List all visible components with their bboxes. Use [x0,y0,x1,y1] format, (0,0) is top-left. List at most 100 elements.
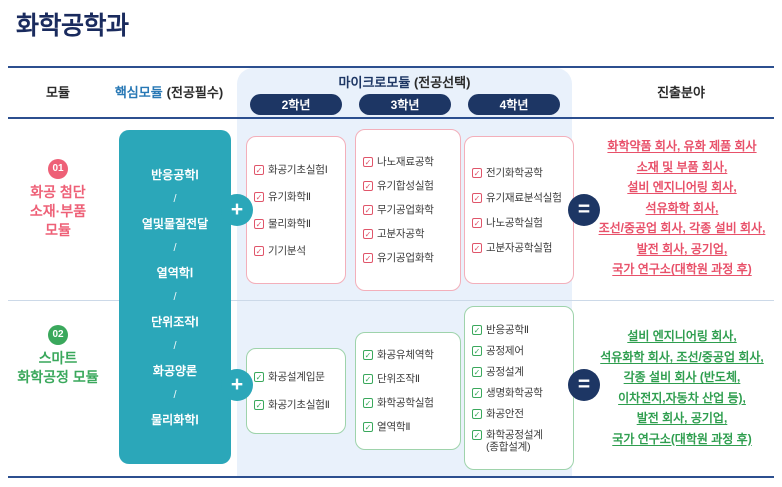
course-label: 유기화학Ⅱ [268,190,311,203]
check-icon: ✓ [363,229,373,239]
check-icon: ✓ [472,366,482,377]
core-separator: / [173,339,177,352]
career-line: 석유화학 회사, [645,200,719,215]
course-label: 무기공업화학 [377,204,434,216]
course-label: 화학공정설계 (종합설계) [486,428,543,453]
course-label: 반응공학Ⅱ [486,323,529,336]
course-item: ✓ 전기화학공학 [472,167,566,179]
core-course: 단위조작Ⅰ [151,314,199,329]
course-item: ✓ 유기공업화학 [363,252,453,264]
course-item: ✓ 생명화학공학 [472,387,566,399]
career-line: 각종 설비 회사 (반도체, [623,370,741,384]
course-item: ✓ 화공기초실험Ⅱ [254,399,338,411]
course-item: ✓ 고분자공학 [363,228,453,240]
careers-module-01: 화학약품 회사, 유화 제품 회사 소재 및 부품 회사, 설비 엔지니어링 회… [590,136,774,280]
core-course: 화공양론 [152,363,198,378]
micro-box-m02-year2: ✓ 화공설계입문 ✓ 화공기초실험Ⅱ [246,348,346,434]
micro-box-m01-year2: ✓ 화공기초실험Ⅰ ✓ 유기화학Ⅱ ✓ 물리화학Ⅱ ✓ 기기분석 [246,136,346,284]
check-icon: ✓ [363,422,373,432]
course-label: 물리화학Ⅱ [268,217,311,230]
check-icon: ✓ [363,350,373,360]
module-02-name: 화학공정 모듈 [17,368,99,385]
course-item: ✓ 공정설계 [472,366,566,378]
micro-box-m01-year4: ✓ 전기화학공학 ✓ 유기재료분석실험 ✓ 나노공학실험 ✓ 고분자공학실험 [464,136,574,284]
course-label: 나노공학실험 [486,216,543,229]
check-icon: ✓ [363,157,373,167]
course-label: 고분자공학실험 [486,241,553,254]
course-label: 화공기초실험Ⅰ [268,163,328,176]
course-label: 전기화학공학 [486,166,543,179]
course-item: ✓ 나노공학실험 [472,217,566,229]
column-header-micro: 마이크로모듈 (전공선택) [237,72,572,91]
check-icon: ✓ [472,387,482,398]
equals-icon: = [568,194,600,226]
core-course: 열역학Ⅰ [156,265,194,280]
course-item: ✓ 유기화학Ⅱ [254,191,338,203]
course-item: ✓ 화공유체역학 [363,349,453,361]
course-item: ✓ 나노재료공학 [363,156,453,168]
course-label: 유기재료분석실험 [486,191,562,204]
core-course: 물리화학Ⅰ [151,412,199,427]
core-separator: / [173,388,177,401]
course-item: ✓ 화공안전 [472,408,566,420]
module-01-name: 화공 첨단 [30,183,86,200]
check-icon: ✓ [472,217,482,228]
course-label: 공정제어 [486,344,524,357]
course-label: 화공안전 [486,407,524,420]
career-line: 설비 엔지니어링 회사, [627,329,737,343]
check-icon: ✓ [472,192,482,203]
module-01-label: 01 화공 첨단 소재·부품 모듈 [8,158,108,240]
career-line: 화학약품 회사, 유화 제품 회사 [607,139,757,153]
course-label: 기기분석 [268,244,306,257]
check-icon: ✓ [254,191,264,202]
course-label: 생명화학공학 [486,386,543,399]
course-label: 단위조작Ⅱ [377,373,420,385]
course-item: ✓ 무기공업화학 [363,204,453,216]
core-course: 열및물질전달 [141,216,209,231]
check-icon: ✓ [254,245,264,256]
career-line: 조선/중공업 회사, 각종 설비 회사, [598,221,766,235]
course-item: ✓ 유기재료분석실험 [472,192,566,204]
core-separator: / [173,241,177,254]
check-icon: ✓ [472,167,482,178]
course-label: 나노재료공학 [377,156,434,168]
check-icon: ✓ [254,372,264,382]
course-label: 화공설계입문 [268,371,325,383]
check-icon: ✓ [363,181,373,191]
year-tab-2: 2학년 [250,94,342,115]
check-icon: ✓ [472,324,482,335]
module-01-badge: 01 [48,158,68,179]
core-header-sub: (전공필수) [166,85,224,100]
course-item: ✓ 화공설계입문 [254,371,338,383]
check-icon: ✓ [363,253,373,263]
course-label: 공정설계 [486,365,524,378]
course-item: ✓ 고분자공학실험 [472,242,566,254]
check-icon: ✓ [472,429,482,440]
careers-module-02: 설비 엔지니어링 회사, 석유화학 회사, 조선/중공업 회사, 각종 설비 회… [590,326,774,449]
module-02-label: 02 스마트 화학공정 모듈 [8,324,108,387]
career-line: 설비 엔지니어링 회사, [627,180,737,194]
module-02-badge: 02 [48,324,68,345]
course-item: ✓ 공정제어 [472,345,566,357]
core-header-main: 핵심모듈 [114,85,163,100]
micro-box-m02-year3: ✓ 화공유체역학 ✓ 단위조작Ⅱ ✓ 화학공학실험 ✓ 열역학Ⅱ [355,332,461,450]
divider-rows [8,300,774,301]
course-item: ✓ 화공기초실험Ⅰ [254,164,338,176]
career-line: 이차전지,자동차 산업 등), [618,390,746,405]
divider-top [8,66,774,68]
year-tab-4: 4학년 [468,94,560,115]
year-tab-3: 3학년 [359,94,451,115]
equals-icon: = [568,369,600,401]
core-separator: / [173,290,177,303]
course-label: 화학공학실험 [377,397,434,409]
career-line: 국가 연구소(대학원 과정 후) [612,431,752,446]
check-icon: ✓ [363,374,373,384]
course-label: 화공유체역학 [377,349,434,361]
check-icon: ✓ [254,164,264,175]
course-item: ✓ 기기분석 [254,245,338,257]
course-item: ✓ 열역학Ⅱ [363,421,453,433]
career-line: 국가 연구소(대학원 과정 후) [612,262,752,276]
course-item: ✓ 물리화학Ⅱ [254,218,338,230]
career-line: 발전 회사, 공기업, [636,411,728,425]
divider-bottom [8,476,774,478]
